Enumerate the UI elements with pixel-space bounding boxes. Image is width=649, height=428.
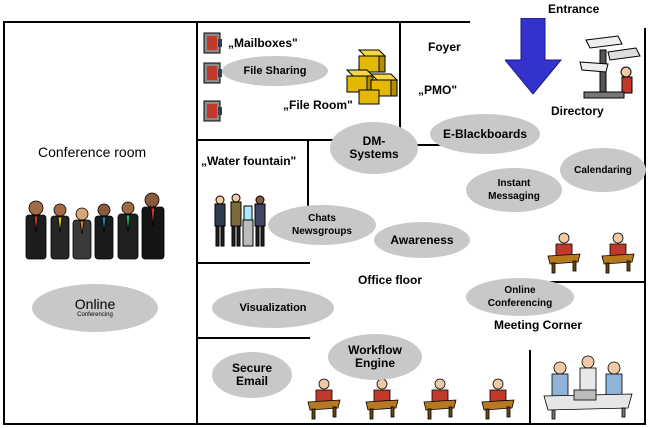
mailbox-icon xyxy=(203,32,222,54)
file-boxes-icon xyxy=(345,49,399,105)
visualization-ellipse: Visualization xyxy=(212,288,334,328)
instant-messaging-line1: Instant xyxy=(497,178,531,189)
business-people-group-icon xyxy=(25,192,165,260)
water-fountain-label: „Water fountain" xyxy=(201,154,297,168)
meeting-corner-label: Meeting Corner xyxy=(494,318,583,332)
awareness-ellipse: Awareness xyxy=(374,222,470,258)
foyer-label: Foyer xyxy=(428,40,461,54)
e-blackboards-ellipse: E-Blackboards xyxy=(430,114,540,154)
e-blackboards-label: E-Blackboards xyxy=(442,126,528,141)
dm-systems-line1: DM- xyxy=(362,134,386,148)
file-sharing-label: File Sharing xyxy=(243,64,307,77)
conference-room-label: Conference room xyxy=(38,144,147,160)
workflow-engine-line2: Engine xyxy=(354,356,395,370)
directory-signpost-icon xyxy=(579,35,641,99)
entrance-label: Entrance xyxy=(548,2,600,16)
desk-person-icon xyxy=(601,232,635,274)
chats-newsgroups-line1: Chats xyxy=(308,213,336,224)
chats-newsgroups-line2: Newsgroups xyxy=(291,226,352,237)
mailbox-icon xyxy=(203,100,222,122)
secure-email-line2: Email xyxy=(235,374,268,388)
entrance-arrow xyxy=(505,18,563,95)
desk-person-icon xyxy=(547,232,581,274)
instant-messaging-line2: Messaging xyxy=(488,191,540,202)
file-room-label: „File Room" xyxy=(283,98,353,112)
online-sub-label: Conferencing xyxy=(77,312,113,318)
mailboxes-label: „Mailboxes" xyxy=(228,36,298,50)
awareness-label: Awareness xyxy=(390,232,454,247)
desk-person-icon xyxy=(365,378,399,420)
pmo-label: „PMO" xyxy=(418,83,458,97)
online-conferencing-line2: Conferencing xyxy=(487,298,553,309)
online-conferencing-line1: Online xyxy=(504,285,536,296)
workflow-engine-line1: Workflow xyxy=(348,343,402,357)
directory-label: Directory xyxy=(551,104,604,118)
water-cooler-people-icon xyxy=(214,193,266,247)
dm-systems-line2: Systems xyxy=(349,147,399,161)
calendaring-ellipse: Calendaring xyxy=(560,148,646,192)
desk-person-icon xyxy=(423,378,457,420)
meeting-group-icon xyxy=(543,355,633,420)
online-label: Online xyxy=(74,296,116,312)
desk-person-icon xyxy=(307,378,341,420)
visualization-label: Visualization xyxy=(239,301,307,314)
desk-person-icon xyxy=(481,378,515,420)
secure-email-line1: Secure xyxy=(231,361,273,375)
file-sharing-ellipse: File Sharing xyxy=(222,56,328,86)
calendaring-label: Calendaring xyxy=(574,164,632,176)
dm-systems-ellipse: DM-Systems xyxy=(330,122,418,174)
office-floor-label: Office floor xyxy=(358,273,423,287)
mailbox-icon xyxy=(203,62,222,84)
